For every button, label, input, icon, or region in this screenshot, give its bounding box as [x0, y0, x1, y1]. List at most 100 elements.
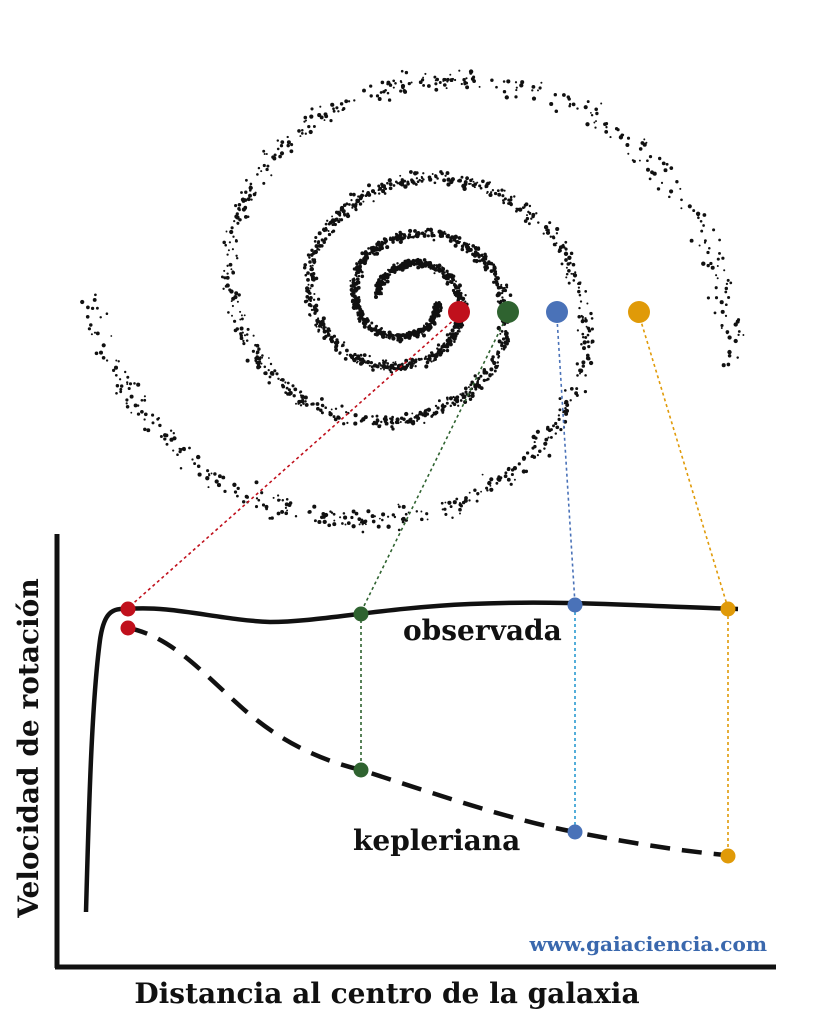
galaxy-star-dot — [357, 316, 362, 321]
galaxy-star-dot — [311, 264, 314, 267]
galaxy-star-dot — [365, 318, 369, 321]
galaxy-star-dot — [309, 253, 314, 257]
galaxy-star-dot — [418, 178, 421, 182]
galaxy-star-dot — [309, 299, 312, 302]
galaxy-star-dot — [286, 509, 289, 512]
galaxy-star-dot — [381, 275, 385, 279]
galaxy-star-dot — [351, 206, 354, 209]
galaxy-star-dot — [429, 351, 432, 354]
galaxy-star-dot — [503, 474, 508, 479]
galaxy-star-dot — [453, 243, 458, 248]
galaxy-star-dot — [354, 207, 358, 211]
galaxy-star-dot — [279, 151, 285, 156]
galaxy-star-dot — [235, 256, 239, 260]
galaxy-star-dot — [342, 512, 346, 515]
galaxy-star-dot — [419, 411, 424, 416]
galaxy-star-dot — [446, 77, 450, 82]
galaxy-star-dot — [345, 411, 348, 414]
galaxy-star-dot — [262, 163, 266, 168]
galaxy-star-dot — [549, 428, 553, 432]
galaxy-star-dot — [501, 298, 505, 303]
galaxy-star-dot — [733, 338, 738, 344]
galaxy-star-dot — [409, 417, 413, 421]
galaxy-star-dot — [381, 189, 386, 194]
galaxy-star-dot — [320, 403, 325, 408]
galaxy-star-dot — [706, 296, 710, 300]
galaxy-star-dot — [616, 128, 620, 132]
galaxy-star-dot — [172, 449, 175, 452]
galaxy-star-dot — [377, 242, 382, 248]
galaxy-star-dot — [384, 418, 386, 421]
galaxy-star-dot — [585, 325, 588, 328]
galaxy-star-dot — [285, 498, 289, 501]
galaxy-star-dot — [436, 406, 440, 410]
galaxy-star-dot — [525, 451, 530, 455]
galaxy-star-dot — [726, 362, 731, 367]
galaxy-star-dot — [713, 311, 717, 315]
galaxy-star-dot — [488, 192, 493, 198]
galaxy-star-dot — [375, 414, 379, 418]
galaxy-star-dot — [563, 402, 566, 405]
galaxy-star-dot — [537, 89, 539, 92]
galaxy-star-dot — [307, 283, 310, 286]
galaxy-star-dot — [408, 362, 412, 366]
galaxy-star-dot — [284, 506, 287, 509]
galaxy-star-dot — [391, 415, 394, 419]
galaxy-star-dot — [172, 432, 175, 435]
galaxy-star-dot — [228, 262, 233, 267]
galaxy-star-dot — [371, 368, 375, 372]
galaxy-star-dot — [360, 357, 364, 362]
galaxy-star-dot — [458, 240, 461, 243]
galaxy-star-dot — [386, 515, 390, 518]
galaxy-star-dot — [570, 272, 573, 275]
galaxy-star-dot — [404, 70, 409, 75]
galaxy-star-dot — [441, 272, 445, 276]
galaxy-star-dot — [366, 360, 371, 365]
galaxy-star-dot — [448, 238, 453, 243]
galaxy-star-dot — [362, 353, 367, 357]
galaxy-star-dot — [552, 242, 557, 247]
galaxy-star-dot — [723, 269, 726, 272]
galaxy-star-dot — [327, 230, 330, 232]
galaxy-star-dot — [549, 101, 554, 107]
galaxy-star-dot — [564, 247, 568, 251]
galaxy-star-dot — [706, 250, 710, 255]
galaxy-star-dot — [433, 181, 437, 185]
galaxy-star-dot — [392, 338, 395, 341]
galaxy-star-dot — [502, 201, 506, 205]
galaxy-markers — [448, 301, 650, 323]
galaxy-star-dot — [312, 298, 316, 301]
green-connector-line-upper — [360, 317, 507, 613]
galaxy-star-dot — [572, 279, 576, 282]
galaxy-star-dot — [243, 314, 246, 317]
galaxy-star-dot — [571, 262, 576, 267]
galaxy-star-dot — [232, 482, 237, 487]
galaxy-star-dot — [442, 77, 446, 82]
galaxy-star-dot — [564, 411, 569, 416]
galaxy-star-dot — [463, 386, 468, 391]
galaxy-star-dot — [395, 417, 400, 422]
galaxy-star-dot — [385, 336, 388, 339]
galaxy-star-dot — [356, 356, 361, 361]
galaxy-star-dot — [375, 94, 380, 98]
galaxy-star-dot — [389, 368, 391, 370]
galaxy-star-dot — [377, 424, 382, 429]
galaxy-star-dot — [489, 191, 493, 194]
galaxy-star-dot — [590, 341, 593, 344]
galaxy-star-dot — [117, 360, 120, 363]
galaxy-star-dot — [531, 89, 534, 92]
galaxy-star-dot — [370, 514, 375, 519]
galaxy-star-dot — [340, 404, 344, 408]
galaxy-star-dot — [456, 330, 459, 333]
galaxy-star-dot — [339, 102, 344, 106]
galaxy-star-dot — [479, 374, 483, 378]
galaxy-star-dot — [331, 218, 335, 222]
galaxy-star-dot — [426, 326, 431, 330]
galaxy-star-dot — [398, 333, 401, 336]
galaxy-star-dot — [90, 333, 93, 336]
galaxy-star-dot — [228, 241, 232, 244]
galaxy-star-dot — [431, 173, 434, 175]
galaxy-star-dot — [464, 390, 468, 394]
galaxy-star-dot — [464, 294, 467, 297]
galaxy-star-dot — [347, 100, 351, 103]
